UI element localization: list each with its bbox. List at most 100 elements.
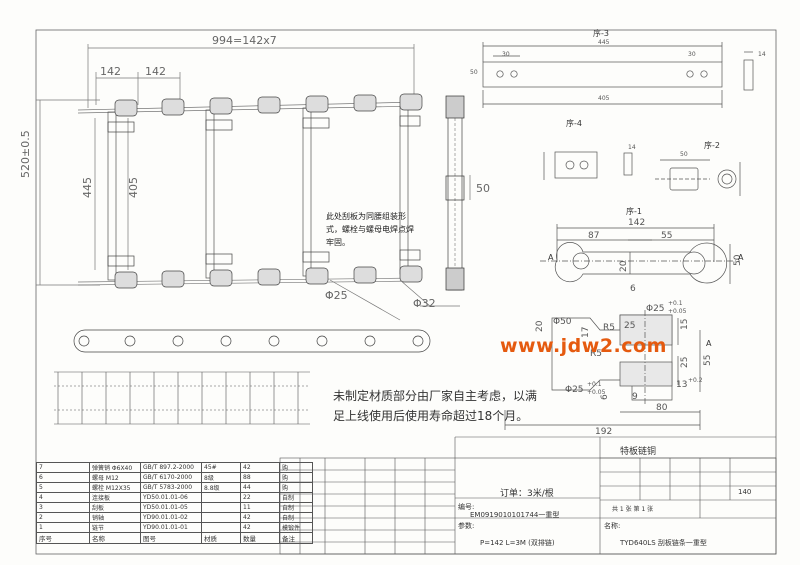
- bom-cell: 42: [240, 462, 280, 473]
- bom-cell: 螺栓 M12X35: [89, 482, 141, 493]
- dim-p1-20: 20: [619, 260, 629, 272]
- bom-cell: 购: [279, 462, 313, 473]
- dim-r5b: R5: [590, 349, 602, 359]
- label-part3: 序-3: [593, 29, 609, 38]
- bom-cell: 模锻件: [279, 522, 313, 533]
- dim-d20: 20: [535, 320, 545, 332]
- dim-d25a: 25: [624, 321, 636, 331]
- bom-cell: 购: [279, 482, 313, 493]
- dim-tol-bot-b: +0.05: [587, 389, 606, 396]
- section-mark-a2: A: [738, 253, 744, 262]
- dim-phi25-bot: Φ25: [565, 385, 584, 395]
- dim-p1-6: 6: [630, 284, 636, 294]
- bom-cell: [201, 522, 241, 533]
- order-qty: 订单：3米/根: [500, 489, 554, 499]
- dim-height-445: 445: [81, 177, 94, 198]
- dim-total-pitch: 994=142x7: [212, 34, 277, 47]
- dim-d80: 80: [656, 403, 668, 413]
- dim-p2-a: 50: [680, 151, 688, 158]
- bom-cell: 7: [36, 462, 90, 473]
- name-value: TYD640LS 刮板链条一重型: [620, 539, 707, 547]
- bom-cell: 购: [279, 472, 313, 483]
- bom-cell: 22: [240, 492, 280, 503]
- bom-cell: 刮板: [89, 502, 141, 513]
- bom-cell: 42: [240, 512, 280, 523]
- dim-d192: 192: [595, 427, 613, 437]
- bom-cell: [201, 502, 241, 513]
- part2-view: [655, 159, 741, 196]
- label-part4: 序-4: [566, 119, 582, 128]
- dim-p2-14: 14: [628, 144, 636, 151]
- bom-header-cell: 材质: [201, 532, 241, 544]
- bom-header-cell: 图号: [140, 532, 202, 544]
- bom-cell: 自制: [279, 502, 313, 513]
- bom-cell: [201, 512, 241, 523]
- bom-header-row: 序号名称图号材质数量备注: [36, 532, 313, 544]
- bom-cell: 弹簧销 Φ6X40: [89, 462, 141, 473]
- dim-p3-445: 445: [598, 39, 610, 46]
- dim-d6: 6: [600, 394, 610, 400]
- bom-cell: 自制: [279, 512, 313, 523]
- dim-height-outer: 520±0.5: [19, 130, 32, 178]
- dim-d13: 13: [676, 380, 688, 390]
- dim-p3-30b: 30: [688, 51, 696, 58]
- dim-pitch-1: 142: [100, 65, 121, 78]
- watermark-text: www.jdw2.com: [500, 335, 667, 357]
- chain-assembly-view: [36, 44, 471, 321]
- bom-cell: 8级: [201, 472, 241, 483]
- bom-cell: GB/T 5783-2000: [140, 482, 202, 493]
- bom-cell: 11: [240, 502, 280, 513]
- bom-cell: 1: [36, 522, 90, 533]
- param-label: 参数:: [458, 522, 475, 530]
- bom-cell: YD90.01.01-02: [140, 512, 202, 523]
- bom-cell: 8.8级: [201, 482, 241, 493]
- dim-p3-405: 405: [598, 95, 610, 102]
- param-value: P=142 L=3M (双排链): [480, 539, 555, 547]
- bom-cell: 6: [36, 472, 90, 483]
- code-value: EM0919010101744一重型: [470, 511, 560, 519]
- dim-dia-25: Φ25: [325, 289, 348, 302]
- bom-cell: 2: [36, 512, 90, 523]
- part1-view: [540, 224, 740, 284]
- bom-cell: 链节: [89, 522, 141, 533]
- dim-phi50: Φ50: [553, 317, 572, 327]
- bom-cell: [201, 492, 241, 503]
- dim-p1-142: 142: [628, 218, 646, 228]
- dim-d9: 9: [632, 392, 638, 402]
- bom-cell: 88: [240, 472, 280, 483]
- title-block-name: 特板链铜: [620, 447, 657, 457]
- bom-cell: GB/T 897.2-2000: [140, 462, 202, 473]
- chain-plan-view: [54, 371, 310, 425]
- dim-p3-30a: 30: [502, 51, 510, 58]
- dim-p3-14: 14: [758, 51, 766, 58]
- bom-cell: 44: [240, 482, 280, 493]
- dim-phi25-top: Φ25: [646, 304, 665, 314]
- label-part1: 序-1: [626, 207, 642, 216]
- bom-cell: 3: [36, 502, 90, 513]
- dim-d13-tol: +0.2: [688, 377, 703, 384]
- page-count: 共 1 张 第 1 张: [612, 506, 654, 513]
- dim-p1-87: 87: [588, 231, 600, 241]
- bom-cell: 5: [36, 482, 90, 493]
- dim-d15: 15: [680, 318, 690, 330]
- dim-height-405: 405: [127, 177, 140, 198]
- bom-cell: 42: [240, 522, 280, 533]
- bom-cell: YD50.01.01-05: [140, 502, 202, 513]
- bom-cell: 自制: [279, 492, 313, 503]
- section-mark-a1: A: [548, 253, 554, 262]
- dim-d55: 55: [703, 354, 713, 366]
- bom-cell: YD50.01.01-06: [140, 492, 202, 503]
- bom-cell: YD90.01.01-01: [140, 522, 202, 533]
- dim-dia-32: Φ32: [413, 297, 436, 310]
- section-mark-a3: A: [706, 339, 712, 348]
- bom-header-cell: 数量: [240, 532, 280, 544]
- bom-header-cell: 名称: [89, 532, 141, 544]
- bom-header-cell: 备注: [279, 532, 313, 544]
